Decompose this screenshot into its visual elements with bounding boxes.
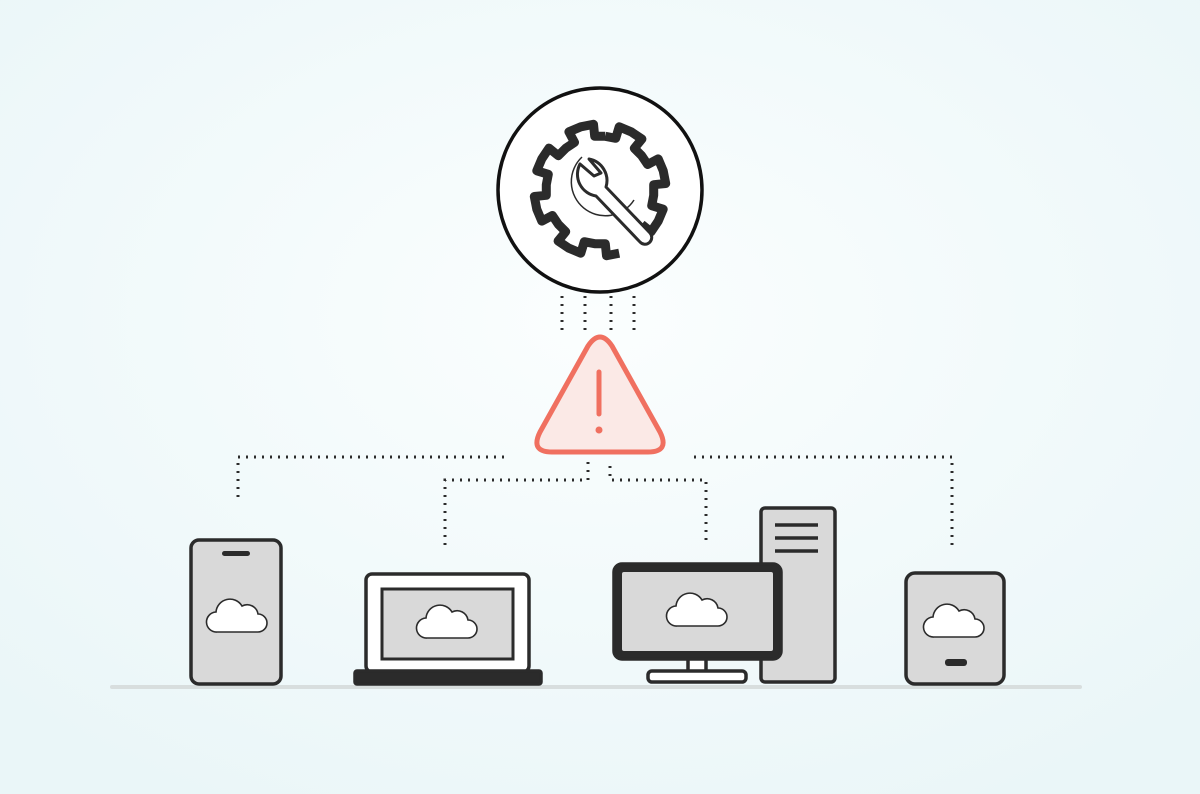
warning-triangle-icon	[534, 334, 666, 455]
laptop-icon	[353, 572, 543, 686]
smartphone-icon	[189, 538, 283, 686]
desktop-monitor-icon	[612, 562, 783, 684]
settings-gear-wrench-icon	[496, 86, 704, 294]
tablet-icon	[904, 571, 1006, 686]
connector-lines	[236, 296, 954, 545]
